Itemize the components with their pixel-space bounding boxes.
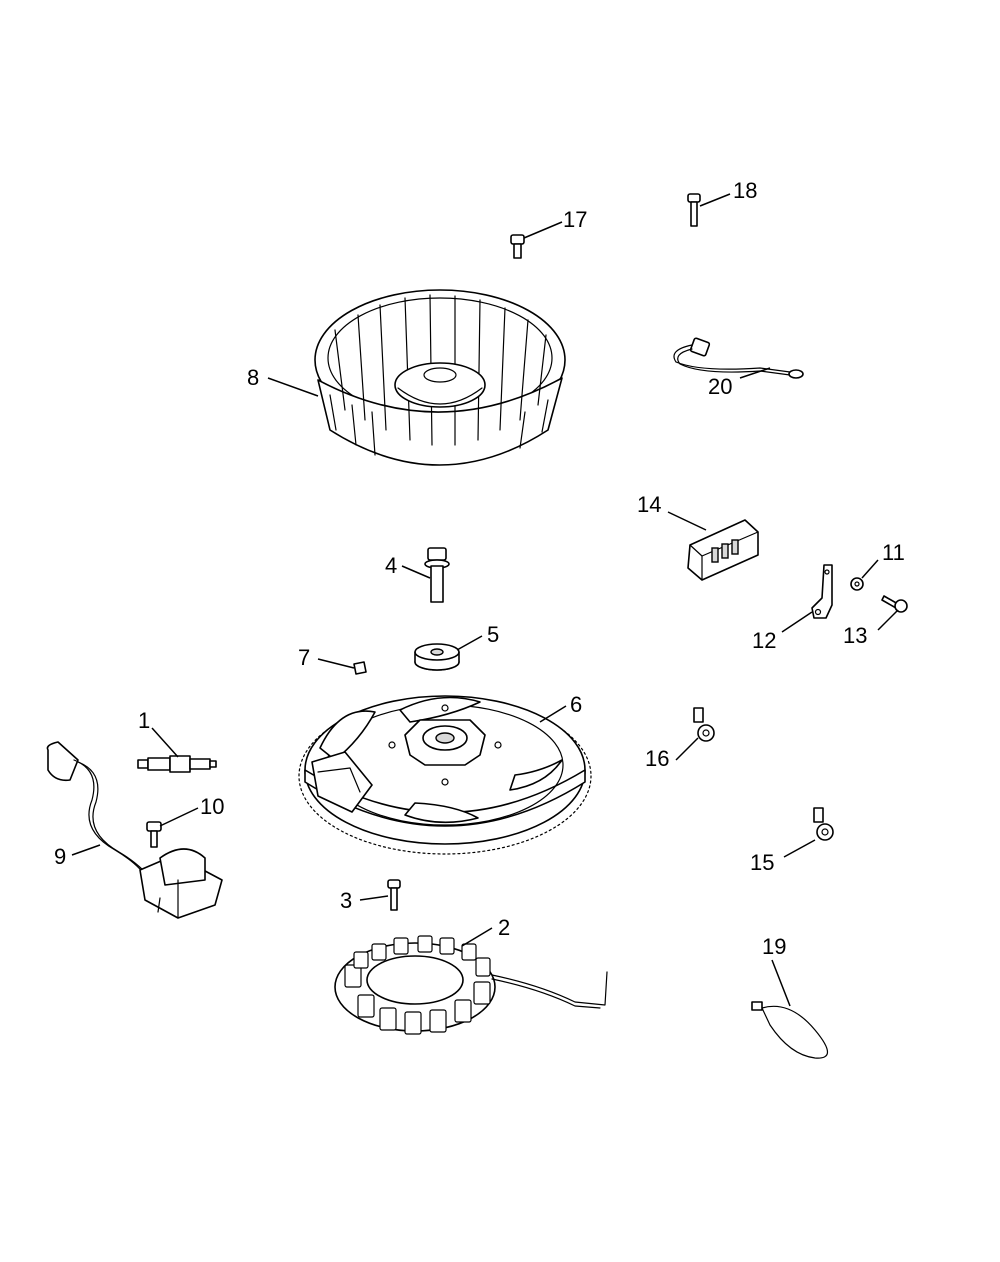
part-20-ground-lead[interactable]: [673, 337, 804, 379]
callout-6: 6: [570, 692, 582, 717]
callout-14: 14: [637, 492, 661, 517]
callout-20: 20: [708, 374, 732, 399]
part-9-ignition-module[interactable]: [46, 741, 223, 919]
callout-8: 8: [247, 365, 259, 390]
part-10-screw[interactable]: [146, 821, 162, 848]
callout-3: 3: [340, 888, 352, 913]
callout-11: 11: [882, 540, 905, 565]
callout-5: 5: [487, 622, 499, 647]
part-19-wire-tie[interactable]: [751, 1001, 829, 1059]
callout-18: 18: [733, 178, 757, 203]
part-14-regulator[interactable]: [687, 519, 759, 581]
part-1-spark-plug[interactable]: [137, 755, 217, 773]
part-3-screw[interactable]: [387, 879, 401, 911]
callout-12: 12: [752, 628, 776, 653]
part-16-clip[interactable]: [693, 707, 715, 742]
callout-16: 16: [645, 746, 669, 771]
part-4-flywheel-bolt[interactable]: [424, 547, 450, 603]
callout-7: 7: [298, 645, 310, 670]
part-2-stator[interactable]: [334, 935, 608, 1035]
leader-lines: [71, 193, 899, 1007]
part-5-washer[interactable]: [414, 643, 460, 671]
callout-19: 19: [762, 934, 786, 959]
part-11-washer[interactable]: [850, 577, 864, 591]
callouts: 1 2 3 4 5 6 7 8 9 10 11 12 13 14 15 16 1…: [54, 178, 905, 959]
callout-13: 13: [843, 623, 867, 648]
callout-9: 9: [54, 844, 66, 869]
part-17-screw[interactable]: [510, 234, 525, 259]
part-7-key[interactable]: [353, 661, 367, 675]
part-18-bolt[interactable]: [687, 193, 701, 227]
callout-10: 10: [200, 794, 224, 819]
part-12-bracket[interactable]: [811, 564, 833, 619]
callout-2: 2: [498, 915, 510, 940]
callout-1: 1: [138, 708, 150, 733]
part-13-screw[interactable]: [881, 595, 908, 613]
callout-15: 15: [750, 850, 774, 875]
callout-17: 17: [563, 207, 587, 232]
callout-4: 4: [385, 553, 397, 578]
part-6-flywheel[interactable]: [298, 695, 592, 855]
part-15-clip[interactable]: [813, 807, 834, 841]
part-8-fan[interactable]: [314, 289, 566, 466]
